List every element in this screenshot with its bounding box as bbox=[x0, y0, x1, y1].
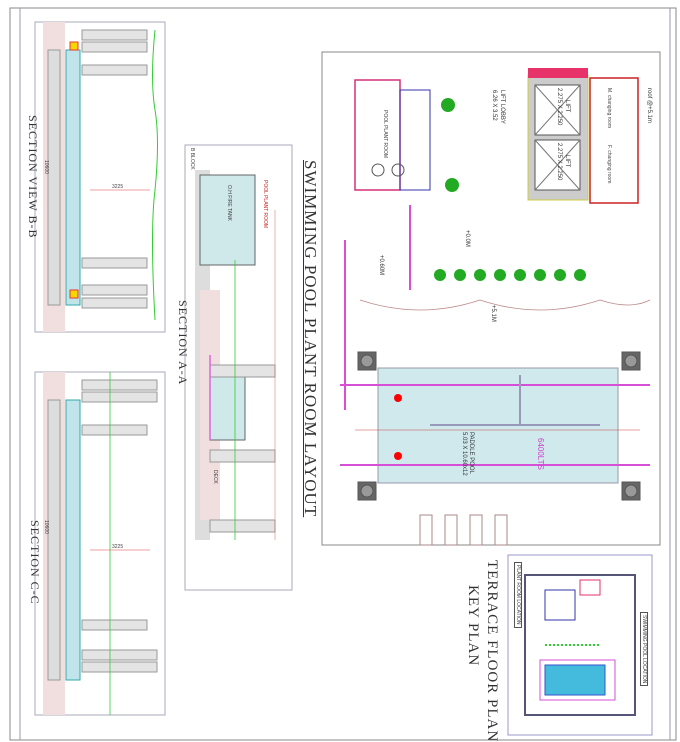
level-marker-2: +0.60M bbox=[378, 255, 384, 276]
sheet-border bbox=[9, 7, 677, 741]
lift-1-label: LIFT bbox=[564, 100, 570, 113]
section-b-b-drawing bbox=[34, 21, 166, 333]
level-marker-1: +0.0M bbox=[464, 230, 470, 247]
swimming-pool-location-label: SWIMMING POOL LOCATION bbox=[640, 612, 648, 687]
deck-label: DECK bbox=[212, 470, 218, 484]
dim-length-c-c: 10600 bbox=[43, 520, 49, 534]
lift-lobby-label: LIFT LOBBY bbox=[499, 90, 505, 124]
block-label: B BLOCK bbox=[189, 148, 195, 170]
f-changing-room-label: F. changing room bbox=[606, 145, 612, 184]
drawing-title: SWIMMING POOL PLANT ROOM LAYOUT bbox=[301, 160, 320, 518]
red-valve-marker bbox=[394, 452, 402, 460]
tree-row bbox=[434, 98, 586, 281]
m-changing-room-label: M. changing room bbox=[606, 88, 612, 129]
section-a-a-drawing bbox=[184, 144, 293, 591]
lift-lobby-size: 6.26 X 3.52 bbox=[491, 90, 497, 121]
key-plan-title: KEY PLAN bbox=[465, 585, 481, 667]
plan-plant-room-label: POOL PLANT ROOM bbox=[382, 110, 388, 159]
plant-room-plan bbox=[321, 51, 661, 546]
lift-2-size: 2.275 X 2.250 bbox=[556, 143, 562, 181]
roof-level-label: roof @+5.1m bbox=[646, 88, 652, 123]
section-c-c-title: SECTION C-C bbox=[28, 520, 42, 605]
level-marker-3: +5.1M bbox=[490, 305, 496, 322]
red-valve-marker bbox=[394, 394, 402, 402]
terrace-floor-plan-title: TERRACE FLOOR PLAN bbox=[484, 560, 500, 742]
key-plan-drawing bbox=[507, 554, 653, 736]
dim-length-b-b: 10600 bbox=[43, 160, 49, 174]
paddle-pool-size: 5.03 X 10.60x12 bbox=[461, 432, 467, 476]
section-b-b-title: SECTION VIEW B-B bbox=[26, 115, 40, 239]
aa-plant-room-label: POOL PLANT ROOM bbox=[262, 180, 268, 229]
dim-width-c-c: 3225 bbox=[112, 544, 124, 550]
lift-2-label: LIFT bbox=[564, 155, 570, 168]
lift-1-size: 2.275 X 2.250 bbox=[556, 88, 562, 126]
fire-tank-label: O.H FIRE TANK bbox=[226, 185, 232, 221]
pool-capacity-label: 6400LTS bbox=[536, 438, 545, 470]
paddle-pool-label: PADDLE POOL bbox=[468, 432, 474, 474]
section-c-c-drawing bbox=[34, 371, 166, 716]
section-a-a-title: SECTION A-A bbox=[176, 300, 190, 386]
dim-width-b-b: 3225 bbox=[112, 184, 124, 190]
plant-room-location-label: PLANT ROOM LOCATION bbox=[514, 562, 522, 628]
